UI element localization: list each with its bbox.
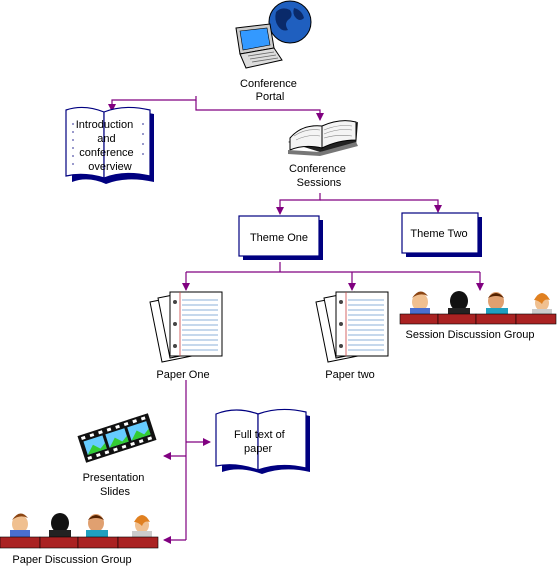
open-book-icon (65, 106, 154, 184)
node-theme-one[interactable]: Theme One (238, 215, 323, 260)
connector-portal-sessions (195, 100, 324, 121)
open-book-icon (215, 408, 310, 474)
node-portal[interactable]: Conference Portal (235, 0, 312, 103)
node-paper-two[interactable]: Paper two (315, 291, 389, 381)
paper-stack-icon (149, 291, 223, 363)
slides-label: Presentation Slides (83, 472, 148, 498)
connector-portal-intro (108, 96, 197, 112)
paper-stack-icon (315, 291, 389, 363)
intro-label: Introduction and conference overview (76, 119, 137, 173)
film-strip-icon (77, 413, 157, 463)
connector-sessions-theme-one (276, 193, 321, 215)
node-fulltext[interactable]: Full text of paper (215, 408, 310, 474)
theme-one-label: Theme One (250, 232, 308, 244)
audience-icon (0, 513, 159, 549)
audience-icon (399, 291, 557, 325)
sessions-label: Conference Sessions (289, 163, 349, 189)
open-book-icon (288, 120, 358, 156)
node-paper-one[interactable]: Paper One (149, 291, 223, 381)
theme-two-label: Theme Two (410, 228, 467, 240)
fulltext-label: Full text of paper (234, 429, 288, 455)
node-intro[interactable]: Introduction and conference overview (65, 106, 154, 184)
session-group-label: Session Discussion Group (405, 329, 534, 341)
node-paper-group[interactable]: Paper Discussion Group (0, 513, 159, 566)
portal-label: Conference Portal (240, 78, 300, 103)
connector-sessions-theme-two (320, 199, 442, 213)
node-sessions[interactable]: Conference Sessions (288, 120, 358, 189)
node-theme-two[interactable]: Theme Two (401, 212, 482, 257)
paper-group-label: Paper Discussion Group (12, 554, 131, 566)
node-slides[interactable]: Presentation Slides (77, 413, 157, 498)
paper-one-label: Paper One (156, 369, 209, 381)
laptop-globe-icon (235, 0, 312, 69)
paper-two-label: Paper two (325, 369, 375, 381)
connectors (108, 96, 484, 544)
node-session-group[interactable]: Session Discussion Group (399, 291, 557, 341)
